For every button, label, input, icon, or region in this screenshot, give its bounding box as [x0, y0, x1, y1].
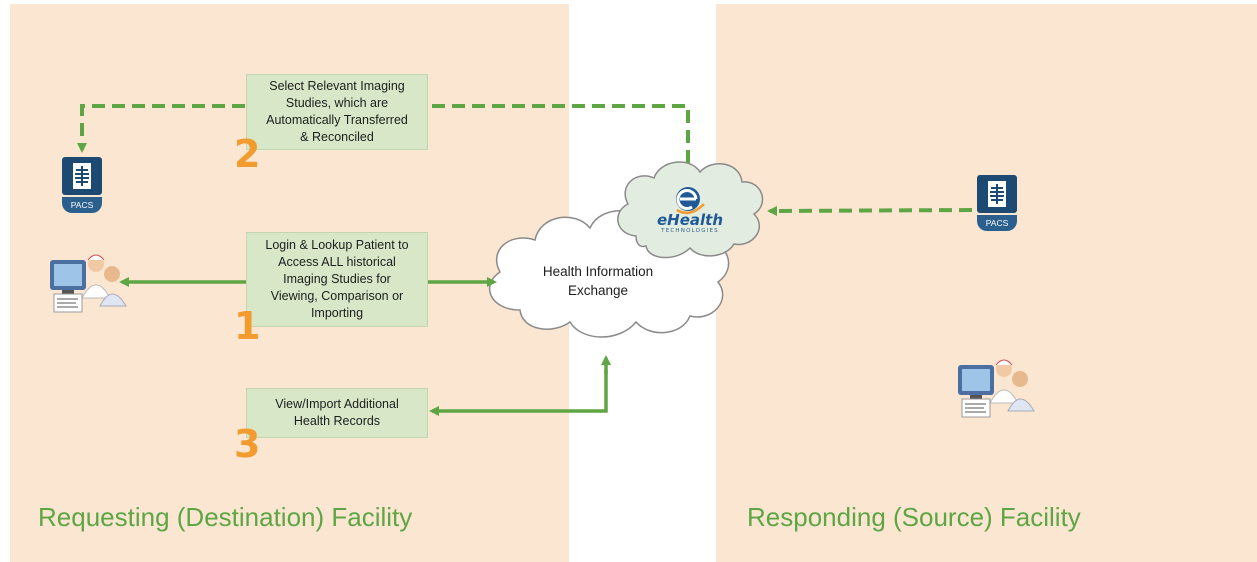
- responding-facility-label: Responding (Source) Facility: [747, 502, 1081, 532]
- clinician-icon-source: [958, 359, 1035, 418]
- clinician-icon: [50, 254, 127, 313]
- requesting-facility-label: Requesting (Destination) Facility: [38, 502, 413, 532]
- source-pacs-dashed-arrow: [767, 205, 973, 216]
- responding-facility-panel: [716, 4, 1257, 562]
- step-1-number: 1: [234, 304, 261, 348]
- step-1-box: Login & Lookup Patient to Access ALL his…: [246, 232, 428, 327]
- records-arrow: [429, 370, 608, 416]
- pacs-source-icon: PACS: [977, 175, 1017, 233]
- step-3-box: View/Import Additional Health Records: [246, 388, 428, 438]
- ehealth-logo-icon: [676, 187, 705, 215]
- step-2-box: Select Relevant Imaging Studies, which a…: [246, 74, 428, 150]
- step-3-number: 3: [234, 422, 261, 466]
- xray-icon: [73, 163, 91, 189]
- step-2-number: 2: [234, 132, 261, 176]
- pacs-label: PACS: [62, 197, 102, 213]
- xray-icon: [988, 181, 1006, 207]
- pacs-destination-icon: PACS: [62, 157, 102, 215]
- pacs-source-label: PACS: [977, 215, 1017, 231]
- ehealth-sub: TECHNOLOGIES: [661, 228, 719, 234]
- ehealth-logo: eHealth TECHNOLOGIES: [650, 212, 730, 235]
- hie-label: Health Information Exchange: [542, 264, 654, 298]
- ehealth-brand: eHealth: [656, 211, 723, 229]
